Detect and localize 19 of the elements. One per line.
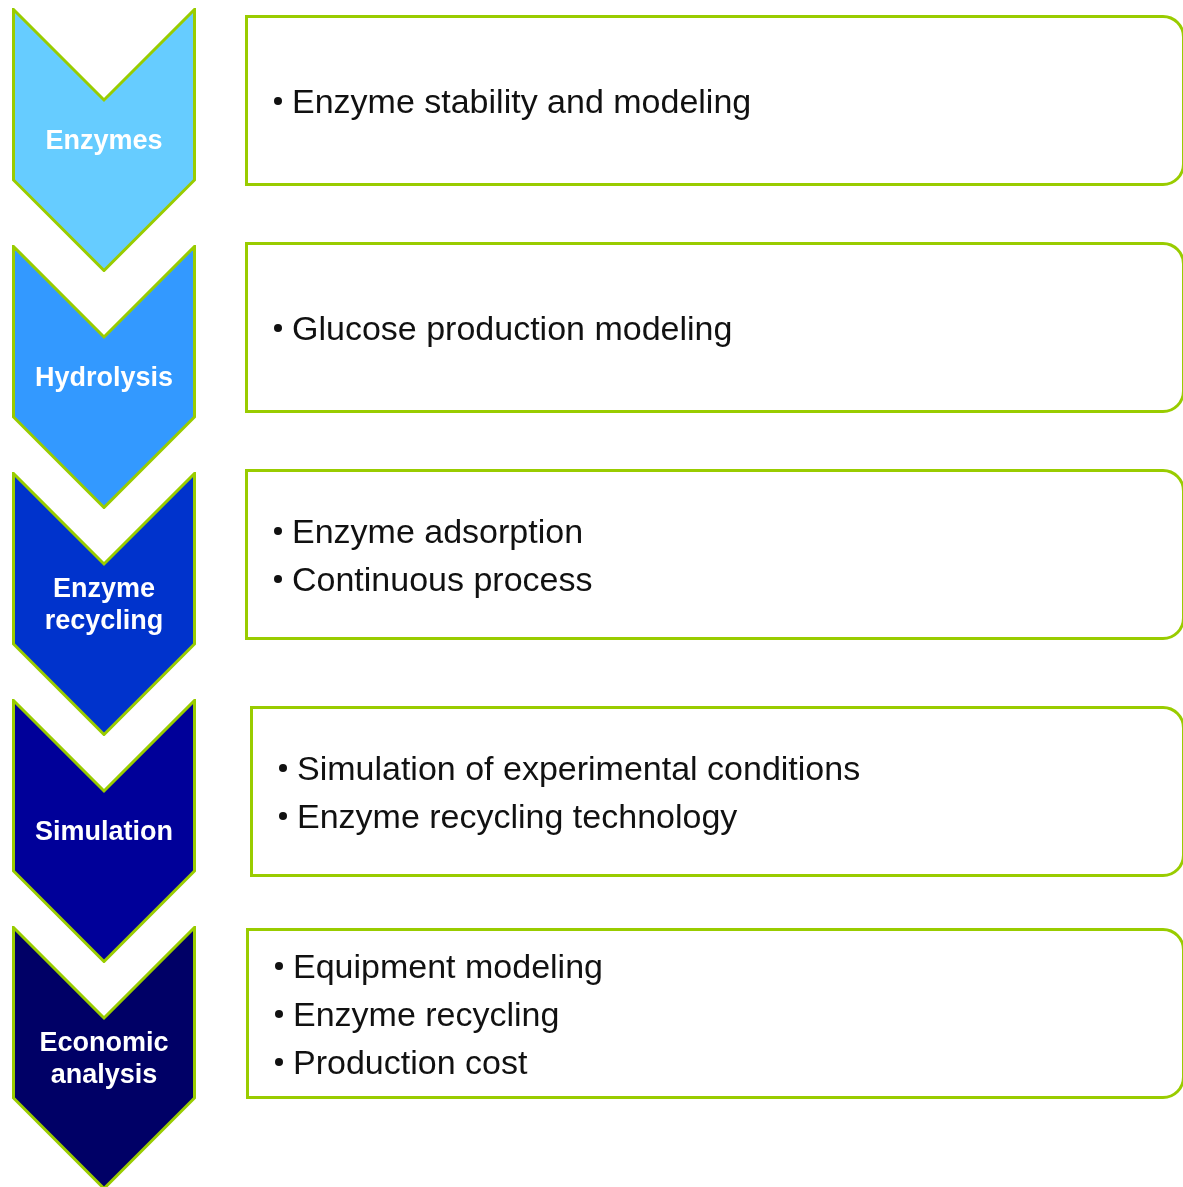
bullet-text: Enzyme recycling xyxy=(293,993,560,1035)
bullet-text: Equipment modeling xyxy=(293,945,603,987)
stage-label: Hydrolysis xyxy=(34,360,174,394)
content-box xyxy=(250,706,1183,877)
bullet-text: Continuous process xyxy=(292,558,593,600)
content-box xyxy=(246,928,1183,1099)
content-box xyxy=(245,469,1183,640)
bullet-text: Enzyme stability and modeling xyxy=(292,80,752,122)
bullet-text: Glucose production modeling xyxy=(292,307,733,349)
content-box xyxy=(245,15,1183,186)
content-box xyxy=(245,242,1183,413)
bullet-text: Production cost xyxy=(293,1041,528,1083)
bullet-text: Enzyme adsorption xyxy=(292,510,584,552)
stage-label: Economic analysis xyxy=(38,1025,170,1091)
stage-label: Enzyme recycling xyxy=(43,571,165,637)
stage-label: Enzymes xyxy=(45,123,163,157)
bullet-text: Enzyme recycling technology xyxy=(297,795,738,837)
stage-label: Simulation xyxy=(35,814,173,848)
bullet-text: Simulation of experimental conditions xyxy=(297,747,861,789)
